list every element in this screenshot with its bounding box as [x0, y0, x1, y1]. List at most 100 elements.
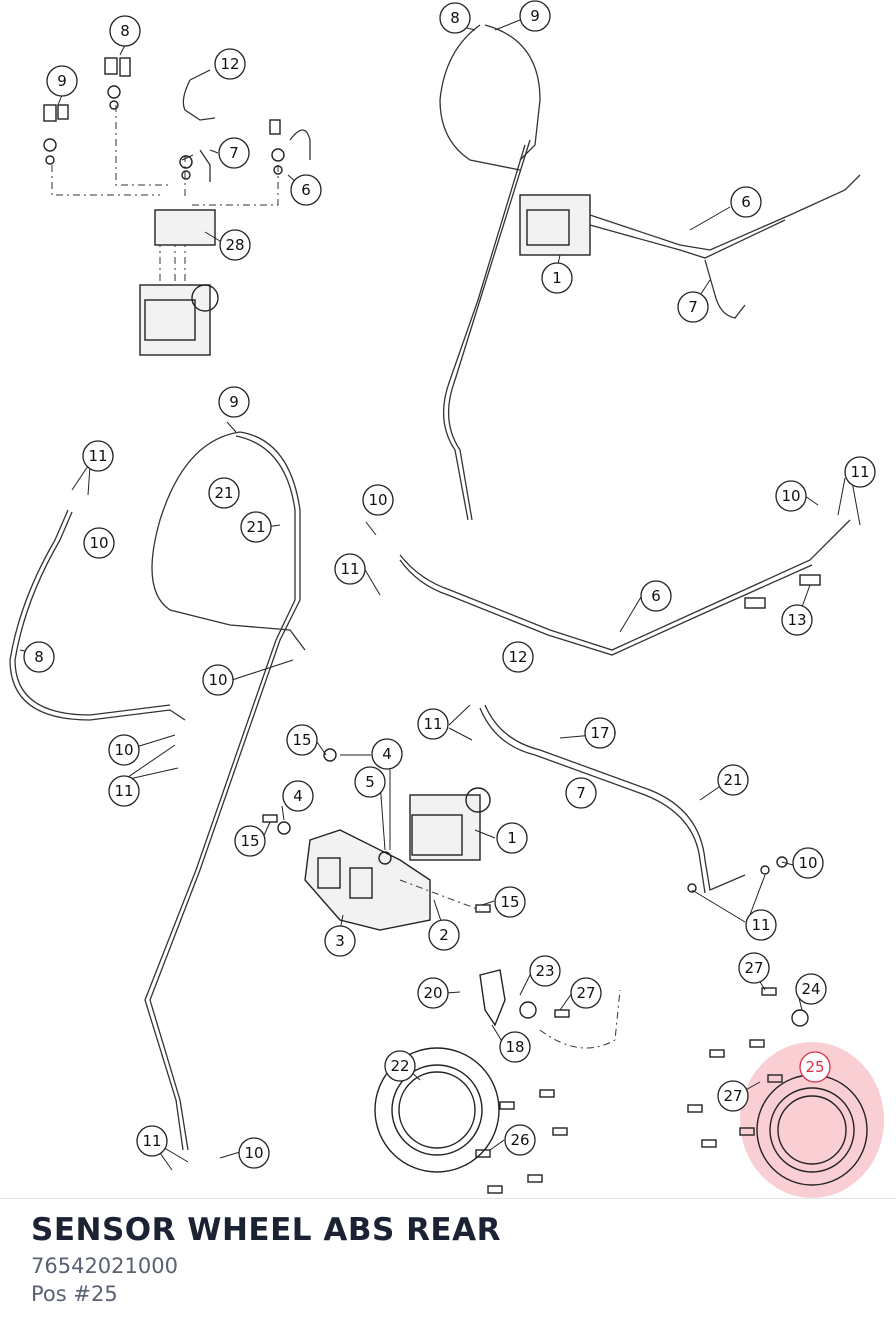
callout-11[interactable]: 11: [745, 909, 777, 941]
callout-21[interactable]: 21: [240, 511, 272, 543]
svg-text:15: 15: [500, 893, 519, 911]
svg-text:10: 10: [208, 671, 227, 689]
svg-text:8: 8: [450, 9, 460, 27]
svg-text:1: 1: [507, 829, 517, 847]
callout-12[interactable]: 12: [214, 48, 246, 80]
callout-21[interactable]: 21: [717, 764, 749, 796]
part-name: SENSOR WHEEL ABS REAR: [31, 1212, 501, 1248]
svg-text:3: 3: [335, 932, 345, 950]
callout-27[interactable]: 27: [738, 952, 770, 984]
callout-6[interactable]: 6: [640, 580, 672, 612]
callout-20[interactable]: 20: [417, 977, 449, 1009]
svg-text:7: 7: [229, 144, 239, 162]
callout-10[interactable]: 10: [792, 847, 824, 879]
svg-text:27: 27: [576, 984, 595, 1002]
callout-1[interactable]: 1: [496, 822, 528, 854]
svg-text:1: 1: [552, 269, 562, 287]
callout-8[interactable]: 8: [23, 641, 55, 673]
callout-10[interactable]: 10: [775, 480, 807, 512]
abs-bracket-center: [277, 748, 491, 931]
callout-2[interactable]: 2: [428, 919, 460, 951]
brake-line-assembly-top-right: [439, 24, 861, 521]
svg-text:2: 2: [439, 926, 449, 944]
callout-4[interactable]: 4: [282, 780, 314, 812]
callout-27[interactable]: 27: [717, 1080, 749, 1112]
callout-7[interactable]: 7: [218, 137, 250, 169]
svg-text:27: 27: [744, 959, 763, 977]
callout-10[interactable]: 10: [238, 1137, 270, 1169]
svg-text:26: 26: [510, 1131, 529, 1149]
callout-11[interactable]: 11: [136, 1125, 168, 1157]
callout-9[interactable]: 9: [519, 0, 551, 32]
svg-text:8: 8: [34, 648, 44, 666]
svg-text:25: 25: [805, 1058, 824, 1076]
diagram-canvas: 8 9 12 7 6 28 1 6 7 8 9 11 10 9 21 21 8 …: [9, 0, 884, 1198]
svg-text:18: 18: [505, 1038, 524, 1056]
svg-text:21: 21: [246, 518, 265, 536]
callout-15[interactable]: 15: [286, 724, 318, 756]
callout-22[interactable]: 22: [384, 1050, 416, 1082]
part-position: Pos #25: [31, 1282, 118, 1306]
callout-11[interactable]: 11: [82, 440, 114, 472]
callout-8[interactable]: 8: [109, 15, 141, 47]
svg-text:11: 11: [340, 560, 359, 578]
callout-10[interactable]: 10: [362, 484, 394, 516]
callout-24[interactable]: 24: [795, 973, 827, 1005]
wheel-sensor-area: [262, 814, 884, 1198]
svg-text:22: 22: [390, 1057, 409, 1075]
callout-4[interactable]: 4: [371, 738, 403, 770]
svg-text:10: 10: [114, 741, 133, 759]
svg-text:9: 9: [530, 7, 540, 25]
callout-11[interactable]: 11: [844, 456, 876, 488]
brake-line-middle: [399, 519, 851, 656]
svg-text:10: 10: [89, 534, 108, 552]
svg-text:27: 27: [723, 1087, 742, 1105]
callout-6[interactable]: 6: [730, 186, 762, 218]
callout-3[interactable]: 3: [324, 925, 356, 957]
svg-text:6: 6: [741, 193, 751, 211]
callout-5[interactable]: 5: [354, 766, 386, 798]
callout-15[interactable]: 15: [234, 825, 266, 857]
callout-26[interactable]: 26: [504, 1124, 536, 1156]
svg-text:11: 11: [751, 916, 770, 934]
callout-15[interactable]: 15: [494, 886, 526, 918]
callout-10[interactable]: 10: [202, 664, 234, 696]
callout-13[interactable]: 13: [781, 604, 813, 636]
svg-text:10: 10: [781, 487, 800, 505]
svg-text:11: 11: [114, 782, 133, 800]
svg-text:4: 4: [382, 745, 392, 763]
svg-text:5: 5: [365, 773, 375, 791]
callout-7[interactable]: 7: [677, 291, 709, 323]
svg-text:10: 10: [798, 854, 817, 872]
callout-21[interactable]: 21: [208, 477, 240, 509]
callout-7[interactable]: 7: [565, 777, 597, 809]
callout-27[interactable]: 27: [570, 977, 602, 1009]
svg-text:10: 10: [368, 491, 387, 509]
callout-11[interactable]: 11: [108, 775, 140, 807]
svg-text:15: 15: [240, 832, 259, 850]
svg-text:17: 17: [590, 724, 609, 742]
part-number: 76542021000: [31, 1254, 178, 1278]
svg-text:11: 11: [142, 1132, 161, 1150]
callout-12[interactable]: 12: [502, 641, 534, 673]
callout-9[interactable]: 9: [46, 65, 78, 97]
svg-text:7: 7: [576, 784, 586, 802]
divider: [0, 1198, 896, 1199]
svg-text:6: 6: [301, 181, 311, 199]
callout-6[interactable]: 6: [290, 174, 322, 206]
callout-28[interactable]: 28: [219, 229, 251, 261]
callout-23[interactable]: 23: [529, 955, 561, 987]
callout-8[interactable]: 8: [439, 2, 471, 34]
callout-1[interactable]: 1: [541, 262, 573, 294]
callout-25-highlighted[interactable]: 25: [799, 1051, 831, 1083]
svg-text:28: 28: [225, 236, 244, 254]
svg-text:23: 23: [535, 962, 554, 980]
callout-10[interactable]: 10: [83, 527, 115, 559]
callout-18[interactable]: 18: [499, 1031, 531, 1063]
callout-11[interactable]: 11: [417, 708, 449, 740]
svg-text:21: 21: [214, 484, 233, 502]
callout-9[interactable]: 9: [218, 386, 250, 418]
callout-11[interactable]: 11: [334, 553, 366, 585]
callout-17[interactable]: 17: [584, 717, 616, 749]
callout-10[interactable]: 10: [108, 734, 140, 766]
